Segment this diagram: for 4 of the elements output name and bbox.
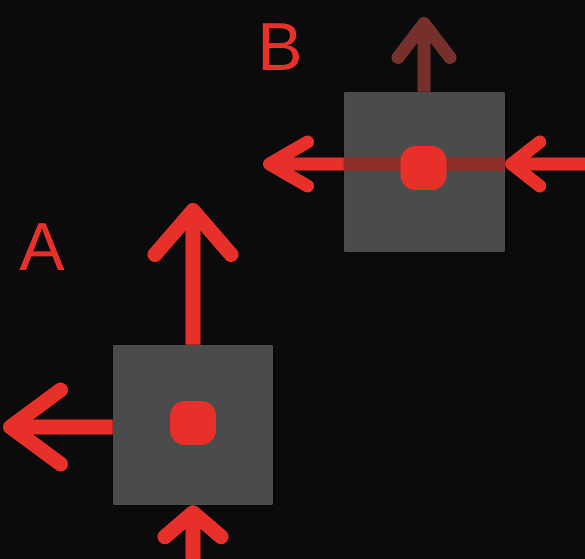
letter-label: B: [262, 23, 299, 70]
square: [113, 345, 273, 505]
letter-label: A: [19, 223, 64, 270]
square: [344, 92, 506, 252]
